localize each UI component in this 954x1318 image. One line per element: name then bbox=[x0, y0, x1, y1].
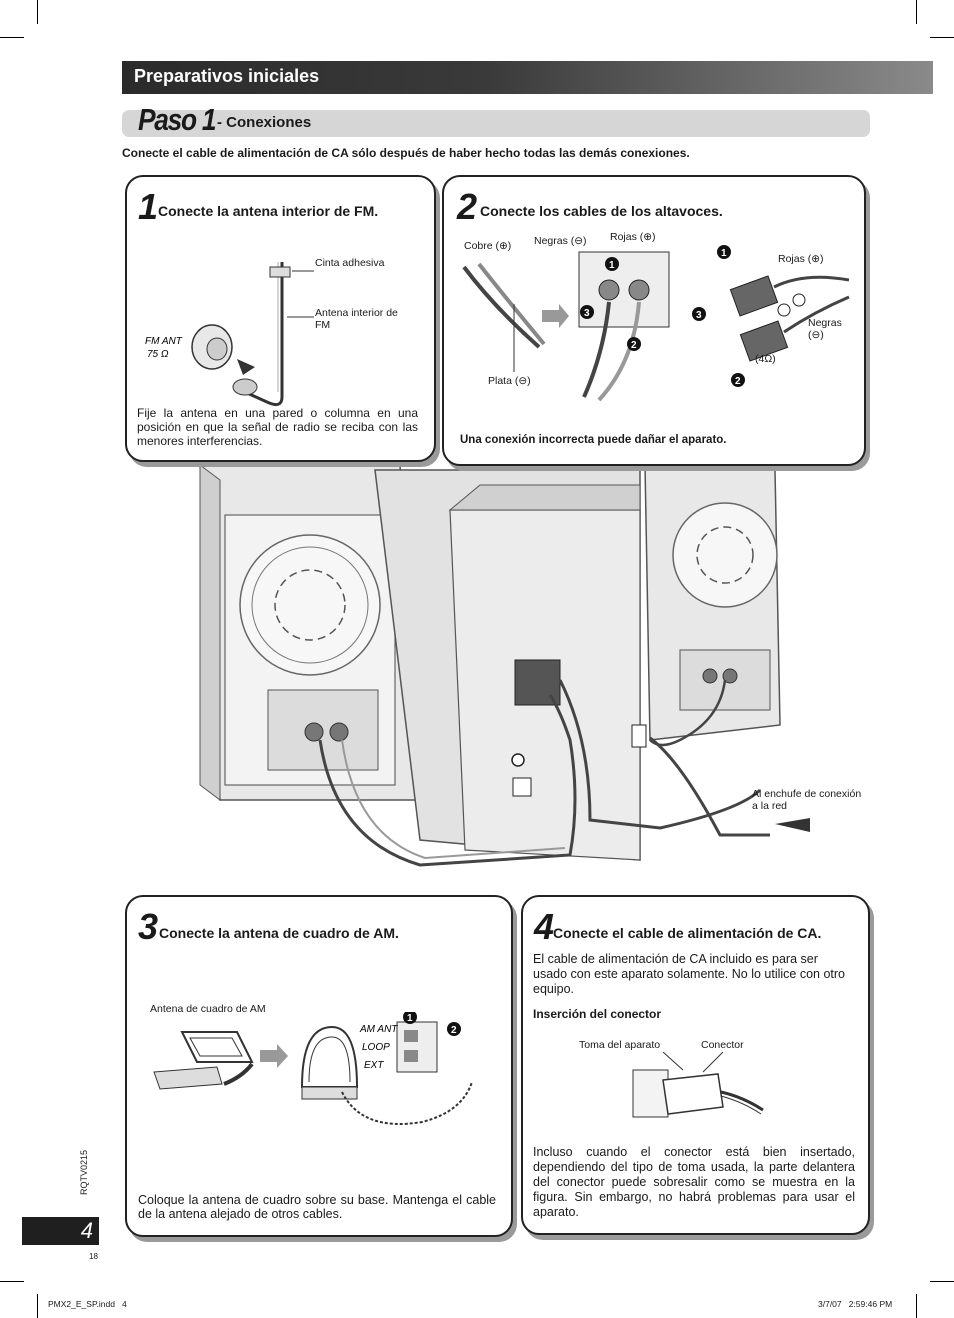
outlet-label: Al enchufe de conexión a la red bbox=[752, 788, 862, 812]
red-wire-label-1: Rojas (⊕) bbox=[610, 231, 656, 243]
step-title-bar: Paso 1 - Conexiones bbox=[122, 102, 870, 137]
socket-label: Toma del aparato bbox=[579, 1039, 661, 1051]
crop-mark bbox=[37, 1294, 38, 1318]
svg-text:1: 1 bbox=[609, 260, 615, 271]
page-number-small: 18 bbox=[89, 1252, 98, 1261]
speaker-wire-illustration: 1 2 3 1 3 2 bbox=[462, 245, 850, 402]
fm-terminal-label: FM ANT bbox=[145, 336, 183, 347]
svg-text:2: 2 bbox=[451, 1025, 457, 1036]
am-terminal-label: AM ANT bbox=[359, 1024, 398, 1035]
fm-antenna-illustration: FM ANT 75 Ω bbox=[145, 262, 314, 407]
crop-mark bbox=[916, 1294, 917, 1318]
svg-text:3: 3 bbox=[696, 310, 702, 321]
panel-number: 3 bbox=[138, 906, 159, 947]
panel-speaker-cables: 2 Conecte los cables de los altavoces. 1… bbox=[442, 175, 866, 466]
svg-text:75 Ω: 75 Ω bbox=[147, 349, 169, 360]
connector-subheading: Inserción del conector bbox=[533, 1007, 662, 1021]
panel-fm-antenna: 1 Conecte la antena interior de FM. FM A… bbox=[125, 175, 436, 462]
crop-mark bbox=[0, 1281, 24, 1282]
panel-title: Conecte la antena interior de FM. bbox=[158, 203, 379, 219]
red-wire-label-2: Rojas (⊕) bbox=[778, 253, 824, 265]
svg-text:3: 3 bbox=[584, 308, 590, 319]
section-title-bar: Preparativos iniciales bbox=[122, 61, 933, 94]
svg-text:1: 1 bbox=[407, 1013, 413, 1024]
svg-text:2: 2 bbox=[631, 340, 637, 351]
black-wire-label-2: Negras (⊖) bbox=[808, 317, 842, 341]
svg-text:1: 1 bbox=[721, 248, 727, 259]
ac-note: Incluso cuando el conector está bien ins… bbox=[533, 1145, 855, 1219]
silver-label: Plata (⊖) bbox=[488, 375, 531, 387]
panel-number: 1 bbox=[138, 186, 159, 227]
black-wire-label-1: Negras (⊖) bbox=[534, 235, 587, 247]
panel-am-antenna: 3 Conecte la antena de cuadro de AM. Ant… bbox=[125, 895, 513, 1237]
crop-mark bbox=[37, 0, 38, 24]
crop-mark bbox=[930, 1281, 954, 1282]
antenna-label: Antena interior de FM bbox=[315, 307, 398, 331]
panel-title: Conecte los cables de los altavoces. bbox=[480, 203, 723, 219]
svg-text:2: 2 bbox=[735, 376, 741, 387]
panel-number: 4 bbox=[534, 906, 555, 947]
loop-antenna-label: Antena de cuadro de AM bbox=[150, 1003, 266, 1015]
section-title: Preparativos iniciales bbox=[134, 66, 320, 86]
am-antenna-illustration: AM ANT LOOP EXT 1 2 bbox=[153, 1012, 473, 1125]
system-illustration bbox=[199, 464, 810, 867]
crop-mark bbox=[930, 37, 954, 38]
crop-mark bbox=[0, 37, 24, 38]
page-number: 4 bbox=[22, 1217, 99, 1245]
svg-text:EXT: EXT bbox=[364, 1060, 384, 1071]
crop-mark bbox=[916, 0, 917, 24]
panel-number: 2 bbox=[457, 186, 478, 227]
svg-text:LOOP: LOOP bbox=[362, 1042, 390, 1053]
impedance-label: (4Ω) bbox=[755, 353, 776, 365]
tape-label: Cinta adhesiva bbox=[315, 257, 385, 269]
panel-title: Conecte el cable de alimentación de CA. bbox=[553, 925, 822, 941]
power-warning: Conecte el cable de alimentación de CA s… bbox=[122, 146, 690, 160]
file-name: PMX2_E_SP.indd 4 bbox=[48, 1299, 127, 1309]
plug-label: Conector bbox=[701, 1039, 744, 1051]
panel-title: Conecte la antena de cuadro de AM. bbox=[159, 925, 399, 941]
fm-note: Fije la antena en una pared o columna en… bbox=[137, 406, 418, 448]
speaker-warning: Una conexión incorrecta puede dañar el a… bbox=[460, 434, 727, 446]
step-label: Paso 1 bbox=[138, 102, 217, 137]
doc-code: RQTV0215 bbox=[79, 1149, 89, 1195]
step-subtitle: - Conexiones bbox=[217, 114, 312, 131]
timestamp: 3/7/07 2:59:46 PM bbox=[818, 1299, 893, 1309]
ac-intro: El cable de alimentación de CA incluido … bbox=[533, 952, 845, 996]
copper-label: Cobre (⊕) bbox=[464, 240, 512, 252]
panel-ac-power: 4 Conecte el cable de alimentación de CA… bbox=[521, 895, 870, 1235]
am-note: Coloque la antena de cuadro sobre su bas… bbox=[138, 1193, 496, 1221]
plug-illustration bbox=[632, 1052, 764, 1118]
